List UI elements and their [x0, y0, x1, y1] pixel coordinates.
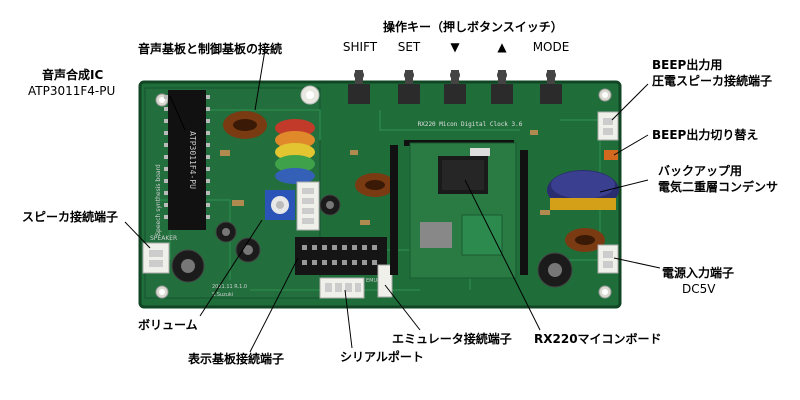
label-voice-ic-part: ATP3011F4-PU: [28, 84, 116, 98]
date-silk: 2021.11 R.1.0: [212, 284, 247, 290]
author-silk: S.Suzuki: [212, 292, 233, 298]
mode-switch[interactable]: [540, 70, 562, 104]
label-mode: MODE: [532, 40, 570, 54]
label-power-in: 電源入力端子: [662, 266, 735, 280]
label-display-conn: 表示基板接続端子: [188, 352, 285, 366]
down-switch[interactable]: [444, 70, 466, 104]
leader-lines: [124, 49, 661, 353]
shift-switch[interactable]: [348, 70, 370, 104]
label-backup-cap2: 電気二重層コンデンサ: [658, 180, 779, 194]
speaker-silk: SPEAKER: [150, 235, 177, 242]
label-shift: SHIFT: [342, 40, 378, 54]
synth-silk-title: Speech synthesis board: [155, 164, 162, 236]
label-backup-cap: バックアップ用: [658, 164, 743, 178]
mounting-holes: [155, 85, 612, 299]
push-buttons: [348, 70, 562, 104]
label-volume: ボリューム: [138, 318, 198, 332]
label-beep-switch: BEEP出力切り替え: [652, 128, 759, 142]
label-voice-ic-title: 音声合成IC: [42, 68, 104, 82]
volume-knob: [265, 190, 295, 220]
label-set: SET: [397, 40, 421, 54]
coils: [223, 111, 605, 252]
mcu-silk-title: RX220 Micon Digital Clock 3.6: [418, 121, 523, 128]
label-key-group: 操作キー（押しボタンスイッチ）: [383, 20, 563, 34]
mcu-board: [409, 142, 517, 279]
speaker-connector: SPEAKER: [142, 235, 177, 274]
label-mcu-board: RX220マイコンボード: [534, 332, 662, 346]
beep-jumper: [604, 150, 618, 160]
board-link-header: [296, 181, 320, 231]
pcb-edge: [138, 80, 622, 309]
emu-silk: EMUL: [366, 278, 380, 284]
label-serial-port: シリアルポート: [340, 350, 424, 364]
small-parts: [220, 130, 550, 225]
label-up: ▲: [497, 40, 507, 54]
label-beep-output: BEEP出力用: [652, 58, 723, 72]
label-emulator-conn: エミュレータ接続端子: [392, 332, 512, 346]
label-beep-output2: 圧電スピーカ接続端子: [652, 74, 773, 88]
label-speaker: スピーカ接続端子: [22, 210, 119, 224]
serial-port-connector: [319, 277, 365, 299]
label-board-link: 音声基板と制御基板の接続: [138, 42, 283, 56]
set-switch[interactable]: [398, 70, 420, 104]
voice-ic-silk: ATP3011F4-PU: [188, 131, 197, 189]
backup-capacitor: [547, 170, 619, 210]
beep-connector: [597, 111, 619, 141]
display-connector: [295, 237, 387, 275]
power-connector: [597, 244, 619, 274]
capacitors: [171, 194, 573, 288]
label-power-spec: DC5V: [682, 282, 716, 296]
up-switch[interactable]: [491, 70, 513, 104]
label-down: ▼: [450, 40, 460, 54]
voice-ic: ATP3011F4-PU: [164, 90, 210, 230]
